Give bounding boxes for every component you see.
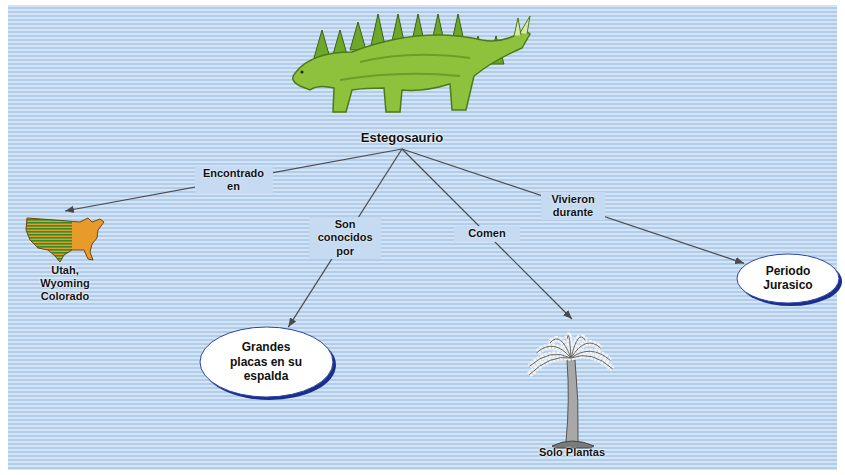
node-text-group: Periodo Jurasico <box>755 264 821 293</box>
dorsal-plate <box>350 22 366 50</box>
location-node: Utah, Wyoming Colorado <box>23 212 107 310</box>
tail-spikes <box>514 16 530 36</box>
concept-ellipse: Periodo Jurasico <box>736 253 840 304</box>
stegosaurus-illustration <box>293 14 530 112</box>
palm-vein <box>571 356 613 370</box>
dinosaur-eye <box>300 70 303 73</box>
connector-label: Vivieron durante <box>541 192 605 220</box>
palm-vein <box>537 346 571 358</box>
connector-arrow <box>65 149 402 211</box>
node-label: Solo Plantas <box>530 446 614 459</box>
palm-vein <box>529 357 571 375</box>
connector-arrow <box>288 149 402 327</box>
node-text-group: Solo Plantas <box>530 446 614 459</box>
concept-ellipse: Grandes placas en su espalda <box>199 326 334 398</box>
node-text-group: Estegosaurio <box>361 130 443 146</box>
dinosaur-body <box>293 30 530 112</box>
us-map-icon <box>20 212 110 267</box>
connector-label: Son conocidos por <box>309 217 381 259</box>
palm-trunk <box>566 360 578 442</box>
palm-vein <box>567 335 571 358</box>
node-text-group: Grandes placas en su espalda <box>222 340 310 383</box>
diet-node: Solo Plantas <box>526 320 618 466</box>
palm-frond <box>529 357 571 375</box>
node-label: Utah, Wyoming Colorado <box>32 264 98 304</box>
connector-label: Comen <box>454 226 520 241</box>
concept-title-node: Estegosaurio <box>357 127 448 149</box>
node-label: Grandes placas en su espalda <box>222 340 310 383</box>
connector-arrow <box>402 149 572 319</box>
connector-label: Encontrado en <box>195 166 273 194</box>
ellipse-face <box>737 254 839 303</box>
node-label: Periodo Jurasico <box>755 264 821 293</box>
palm-plant-icon <box>529 335 613 448</box>
palm-vein <box>550 339 571 358</box>
node-label: Estegosaurio <box>361 130 443 146</box>
node-text-group: Utah, Wyoming Colorado <box>32 264 98 304</box>
connector-arrow <box>402 149 744 263</box>
us-map-outline <box>26 218 104 262</box>
palm-fronds <box>529 335 613 375</box>
ellipse-face <box>200 327 333 397</box>
map-fill <box>20 212 110 267</box>
dinosaur-shading <box>340 55 470 80</box>
